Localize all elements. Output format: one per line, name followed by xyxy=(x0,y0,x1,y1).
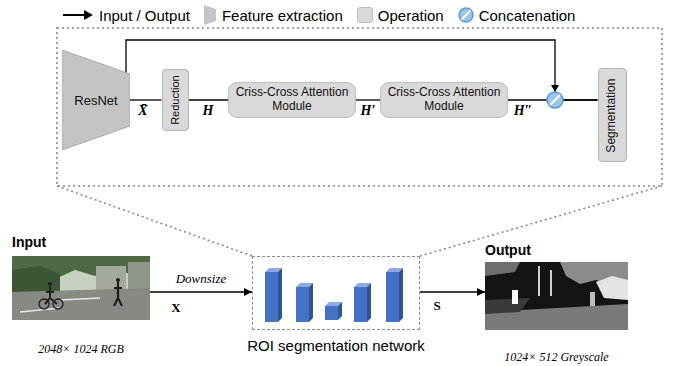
edge-label: Downsize xyxy=(176,271,227,287)
node-label: Criss-Cross Attention Module xyxy=(234,86,350,114)
edge-label: H′ xyxy=(361,103,376,119)
image-heading: Input xyxy=(12,234,46,250)
io-arrow xyxy=(150,291,252,293)
legend-item: Concatenation xyxy=(458,7,576,24)
node-label: ResNet xyxy=(74,93,117,108)
legend-swatch xyxy=(357,7,373,23)
operation-box: Segmentation xyxy=(598,68,627,162)
legend-text: Input / Output xyxy=(99,7,190,24)
edge-label: X̄ xyxy=(138,103,147,119)
signal-name: X xyxy=(171,300,180,316)
legend-item: Input / Output xyxy=(62,7,190,24)
legend-text: Feature extraction xyxy=(222,7,343,24)
output-map xyxy=(485,262,628,330)
concat-symbol xyxy=(547,85,563,108)
input-photo xyxy=(12,256,150,320)
legend-sample xyxy=(204,5,217,25)
legend-text: Concatenation xyxy=(479,7,576,24)
data-line xyxy=(126,40,598,100)
edge-label: H″ xyxy=(514,103,533,119)
image-caption: 1024× 512 Greyscale xyxy=(504,350,608,365)
data-line xyxy=(356,99,380,100)
network-bars xyxy=(265,268,403,322)
zoom-line xyxy=(57,186,252,256)
legend-sample xyxy=(458,7,474,23)
legend-item: Operation xyxy=(357,7,444,24)
attention-module: Criss-Cross Attention Module xyxy=(228,82,356,118)
legend-sample xyxy=(62,9,94,21)
output-image: Output1024× 512 Greyscale xyxy=(485,262,628,330)
image-caption: 2048× 1024 RGB xyxy=(38,342,123,357)
legend-item: Feature extraction xyxy=(204,5,343,25)
network-name: ROI segmentation network xyxy=(247,337,425,354)
io-arrow xyxy=(420,291,485,293)
data-line xyxy=(130,99,162,100)
attention-module: Criss-Cross Attention Module xyxy=(380,82,508,118)
node-label: Reduction xyxy=(169,75,181,125)
edge-label: H xyxy=(203,103,214,119)
data-line xyxy=(189,99,229,100)
edge-label: S xyxy=(433,298,440,314)
operation-box: Reduction xyxy=(162,69,189,131)
node-label: Criss-Cross Attention Module xyxy=(386,86,502,114)
feature-extractor: ResNet xyxy=(62,50,130,150)
zoom-line xyxy=(420,186,662,256)
legend: Input / Output Feature extraction Operatio… xyxy=(62,4,575,26)
input-image: Input2048× 1024 RGB xyxy=(12,256,150,320)
node-label: Segmentation xyxy=(605,78,618,152)
network-box: ROI segmentation network xyxy=(252,256,420,330)
image-heading: Output xyxy=(485,242,531,258)
zoom-frame xyxy=(57,28,662,186)
legend-text: Operation xyxy=(378,7,444,24)
